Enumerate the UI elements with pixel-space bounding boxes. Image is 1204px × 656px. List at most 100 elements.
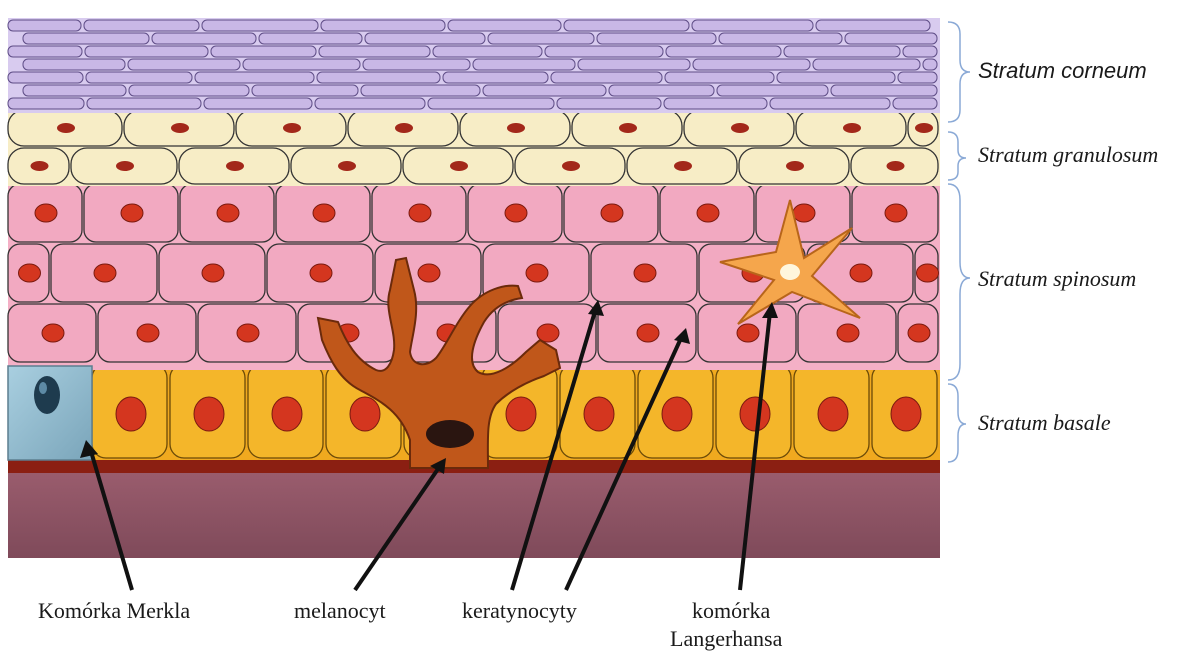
- corneum-cell: [903, 46, 937, 57]
- corneum-cell: [259, 33, 362, 44]
- granulosum-nucleus: [57, 123, 75, 133]
- granulosum-nucleus: [674, 161, 692, 171]
- label-melanocyte: melanocyt: [294, 598, 386, 624]
- corneum-cell: [195, 72, 314, 83]
- granulosum-nucleus: [562, 161, 580, 171]
- spinosum-nucleus: [418, 264, 440, 282]
- spinosum-nucleus: [42, 324, 64, 342]
- basale-nucleus: [116, 397, 146, 431]
- corneum-cell: [448, 20, 561, 31]
- spinosum-nucleus: [237, 324, 259, 342]
- spinosum-nucleus: [94, 264, 116, 282]
- corneum-cell: [152, 33, 256, 44]
- corneum-cell: [128, 59, 240, 70]
- spinosum-nucleus: [697, 204, 719, 222]
- corneum-cell: [898, 72, 937, 83]
- corneum-cell: [578, 59, 690, 70]
- granulosum-nucleus: [116, 161, 134, 171]
- spinosum-nucleus: [885, 204, 907, 222]
- spinosum-nucleus: [121, 204, 143, 222]
- spinosum-nucleus: [19, 264, 41, 282]
- corneum-cell: [428, 98, 554, 109]
- corneum-cell: [85, 46, 208, 57]
- spinosum-nucleus: [908, 324, 930, 342]
- corneum-cell: [893, 98, 937, 109]
- granulosum-bracket: [948, 132, 966, 180]
- basale-nucleus: [584, 397, 614, 431]
- corneum-cell: [693, 59, 810, 70]
- spinosum-nucleus: [409, 204, 431, 222]
- corneum-cell: [816, 20, 930, 31]
- basale-nucleus: [818, 397, 848, 431]
- corneum-cell: [564, 20, 689, 31]
- corneum-cell: [129, 85, 249, 96]
- corneum-cell: [770, 98, 890, 109]
- corneum-cell: [361, 85, 480, 96]
- corneum-cell: [443, 72, 548, 83]
- spinosum-nucleus: [917, 264, 939, 282]
- corneum-cell: [363, 59, 470, 70]
- corneum-cell: [202, 20, 318, 31]
- corneum-cell: [23, 59, 125, 70]
- label-stratum-spinosum: Stratum spinosum: [978, 266, 1136, 292]
- corneum-cell: [545, 46, 663, 57]
- corneum-cell: [319, 46, 430, 57]
- label-merkel-cell: Komórka Merkla: [38, 598, 190, 624]
- label-stratum-granulosum: Stratum granulosum: [978, 142, 1158, 168]
- corneum-cell: [23, 85, 126, 96]
- granulosum-nucleus: [338, 161, 356, 171]
- spinosum-nucleus: [202, 264, 224, 282]
- spinosum-nucleus: [837, 324, 859, 342]
- spinosum-nucleus: [737, 324, 759, 342]
- corneum-cell: [483, 85, 606, 96]
- corneum-cell: [365, 33, 485, 44]
- corneum-cell: [777, 72, 895, 83]
- basale-bracket: [948, 384, 966, 462]
- label-langerhans-line1: komórka: [692, 598, 770, 624]
- corneum-cell: [557, 98, 661, 109]
- corneum-cell: [315, 98, 425, 109]
- spinosum-nucleus: [137, 324, 159, 342]
- basale-nucleus: [506, 397, 536, 431]
- granulosum-nucleus: [507, 123, 525, 133]
- corneum-cell: [84, 20, 199, 31]
- corneum-cell: [8, 46, 82, 57]
- spinosum-nucleus: [313, 204, 335, 222]
- basale-nucleus: [350, 397, 380, 431]
- corneum-cell: [597, 33, 716, 44]
- spinosum-nucleus: [601, 204, 623, 222]
- corneum-bracket: [948, 22, 970, 122]
- granulosum-nucleus: [731, 123, 749, 133]
- corneum-cell: [317, 72, 440, 83]
- granulosum-nucleus: [843, 123, 861, 133]
- spinosum-nucleus: [505, 204, 527, 222]
- granulosum-nucleus: [786, 161, 804, 171]
- corneum-cell: [664, 98, 767, 109]
- corneum-cell: [243, 59, 360, 70]
- corneum-cell: [692, 20, 813, 31]
- corneum-cell: [551, 72, 662, 83]
- corneum-cell: [719, 33, 842, 44]
- corneum-cell: [813, 59, 920, 70]
- corneum-cell: [8, 98, 84, 109]
- granulosum-nucleus: [450, 161, 468, 171]
- corneum-cell: [845, 33, 937, 44]
- corneum-cell: [666, 46, 781, 57]
- granulosum-nucleus: [395, 123, 413, 133]
- corneum-cell: [831, 85, 937, 96]
- corneum-cell: [923, 59, 937, 70]
- corneum-cell: [86, 72, 192, 83]
- granulosum-nucleus: [226, 161, 244, 171]
- granulosum-nucleus: [171, 123, 189, 133]
- basale-nucleus: [662, 397, 692, 431]
- corneum-cell: [8, 20, 81, 31]
- granulosum-nucleus: [887, 161, 905, 171]
- corneum-cell: [23, 33, 149, 44]
- corneum-cell: [609, 85, 714, 96]
- spinosum-nucleus: [35, 204, 57, 222]
- corneum-cell: [665, 72, 774, 83]
- dermis-layer: [8, 468, 940, 558]
- spinosum-nucleus: [526, 264, 548, 282]
- basale-nucleus: [194, 397, 224, 431]
